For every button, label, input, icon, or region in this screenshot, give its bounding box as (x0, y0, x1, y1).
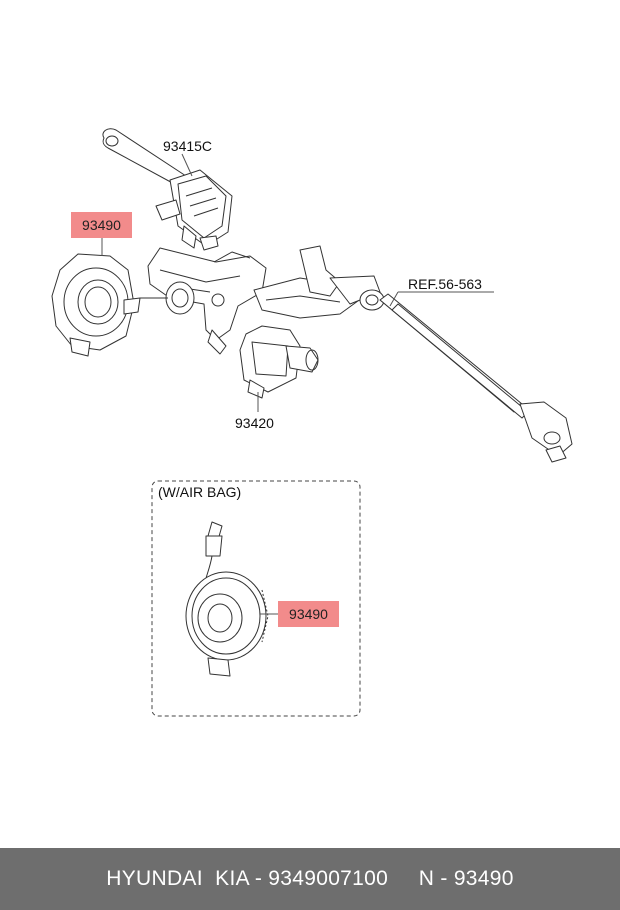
combination-switch-drawing (102, 128, 233, 251)
footer-brand: HYUNDAI KIA (106, 867, 249, 890)
footer-bar: HYUNDAI KIA - 9349007100 N - 93490 (0, 848, 620, 910)
label-93420: 93420 (235, 415, 274, 431)
highlight-93490-top: 93490 (71, 212, 132, 238)
highlight-93490-inset: 93490 (278, 601, 339, 627)
inset-frame (151, 480, 361, 717)
footer-part-number: 9349007100 (268, 867, 389, 890)
leader-line (181, 153, 193, 177)
footer-gap (388, 867, 419, 890)
inset-title: (W/AIR BAG) (158, 484, 242, 500)
label-ref: REF.56-563 (408, 276, 482, 292)
parts-diagram (51, 128, 573, 717)
footer-sep: - (248, 867, 269, 890)
footer-n-prefix: N - (418, 867, 454, 890)
steering-shaft (379, 293, 573, 463)
steering-column-housing (140, 245, 385, 355)
label-93415c: 93415C (163, 138, 213, 154)
clock-spring-top-drawing (51, 253, 141, 357)
clock-spring-inset-drawing (185, 521, 269, 677)
footer-n-value: 93490 (453, 867, 514, 890)
multifunction-switch-drawing (239, 325, 319, 399)
